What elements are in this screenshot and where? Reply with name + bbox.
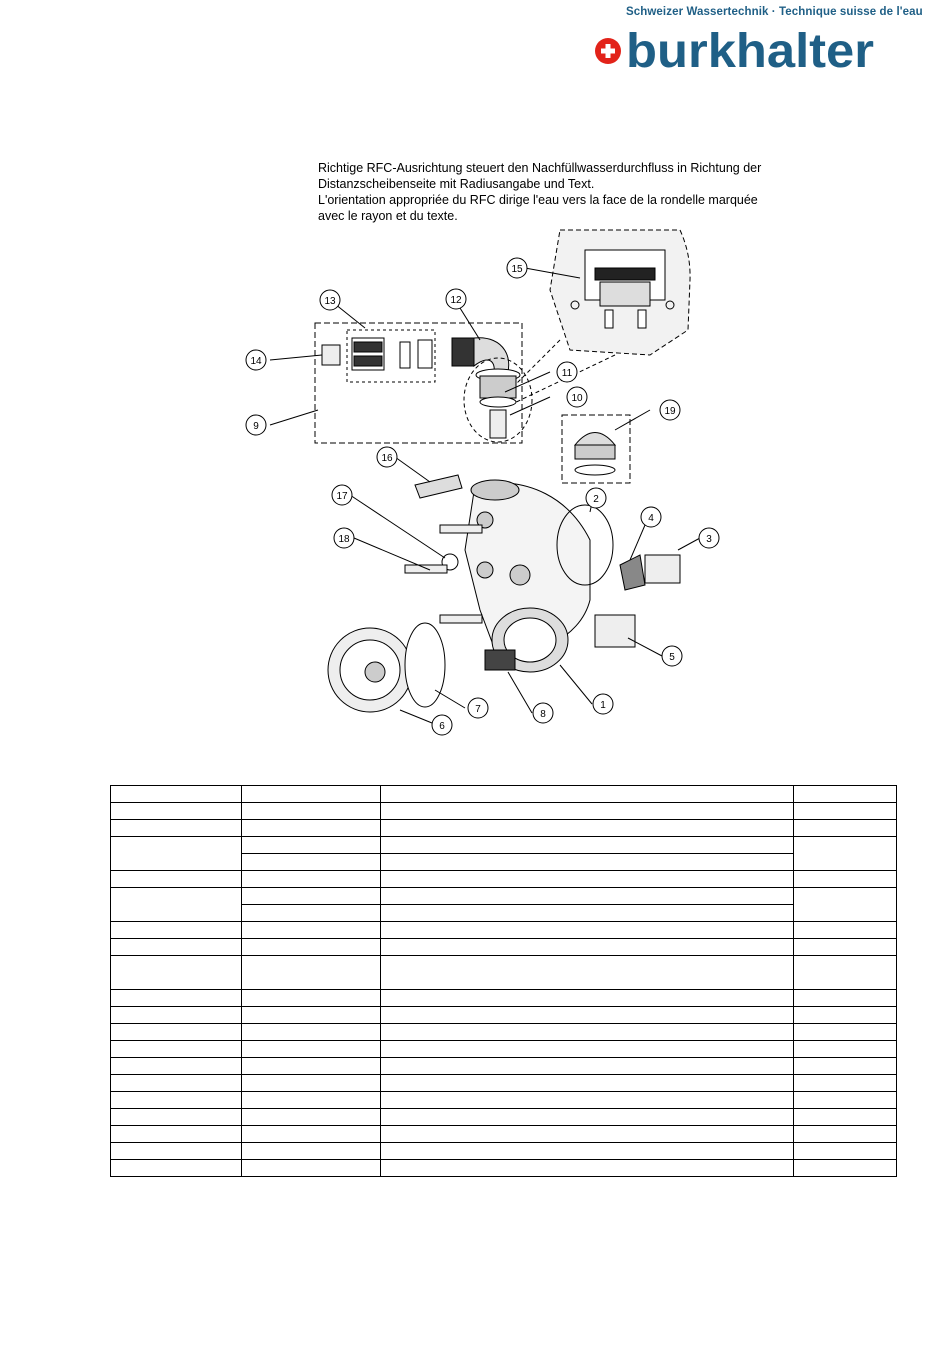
table-row <box>110 819 897 837</box>
table-row <box>110 802 897 820</box>
burkhalter-logo: burkhalter <box>595 26 874 76</box>
table-row <box>110 1057 897 1075</box>
table-row <box>110 1040 897 1058</box>
callout-15: 15 <box>511 264 523 275</box>
part-14 <box>321 344 341 366</box>
table-row <box>110 870 897 888</box>
detail-view-rfc <box>549 229 691 356</box>
callout-8: 8 <box>540 709 546 720</box>
callout-5: 5 <box>669 652 675 663</box>
callout-6: 6 <box>439 721 445 732</box>
note-line-2: Distanzscheibenseite mit Radiusangabe un… <box>318 177 595 191</box>
part-2-oring <box>556 504 614 586</box>
callout-1: 1 <box>600 700 606 711</box>
table-row <box>110 1159 897 1177</box>
valve-body <box>414 474 591 673</box>
orientation-note: Richtige RFC-Ausrichtung steuert den Nac… <box>318 160 788 224</box>
table-row <box>110 1142 897 1160</box>
brand-tagline: Schweizer Wassertechnik · Technique suis… <box>626 6 923 18</box>
callout-4: 4 <box>648 513 654 524</box>
table-row <box>110 1006 897 1024</box>
callout-2: 2 <box>593 494 599 505</box>
note-line-1: Richtige RFC-Ausrichtung steuert den Nac… <box>318 161 762 175</box>
table-row <box>110 1074 897 1092</box>
table-row <box>110 938 897 956</box>
table-row <box>110 921 897 939</box>
brand-name: burkhalter <box>626 26 874 76</box>
table-row <box>110 1125 897 1143</box>
callout-13: 13 <box>324 296 336 307</box>
note-line-3: L'orientation appropriée du RFC dirige l… <box>318 193 758 207</box>
callout-14: 14 <box>250 356 262 367</box>
callout-18: 18 <box>338 534 350 545</box>
callout-12: 12 <box>450 295 462 306</box>
callout-11: 11 <box>562 368 573 379</box>
callout-9: 9 <box>253 421 259 432</box>
callout-10: 10 <box>571 393 583 404</box>
table-row <box>110 1091 897 1109</box>
table-row <box>110 785 897 803</box>
table-row <box>110 1108 897 1126</box>
table-row <box>110 955 897 990</box>
callout-16: 16 <box>381 453 393 464</box>
note-line-4: avec le rayon et du texte. <box>318 209 458 223</box>
table-row <box>111 853 897 871</box>
table-row <box>110 989 897 1007</box>
parts-table <box>110 785 897 1177</box>
table-row <box>110 836 897 871</box>
callout-17: 17 <box>336 491 348 502</box>
callout-19: 19 <box>664 406 676 417</box>
table-row <box>110 887 897 922</box>
callout-7: 7 <box>475 704 481 715</box>
exploded-parts-diagram: 13 12 14 9 11 10 15 19 16 17 18 2 4 3 5 … <box>245 229 720 736</box>
callout-3: 3 <box>706 534 712 545</box>
table-row <box>110 1023 897 1041</box>
